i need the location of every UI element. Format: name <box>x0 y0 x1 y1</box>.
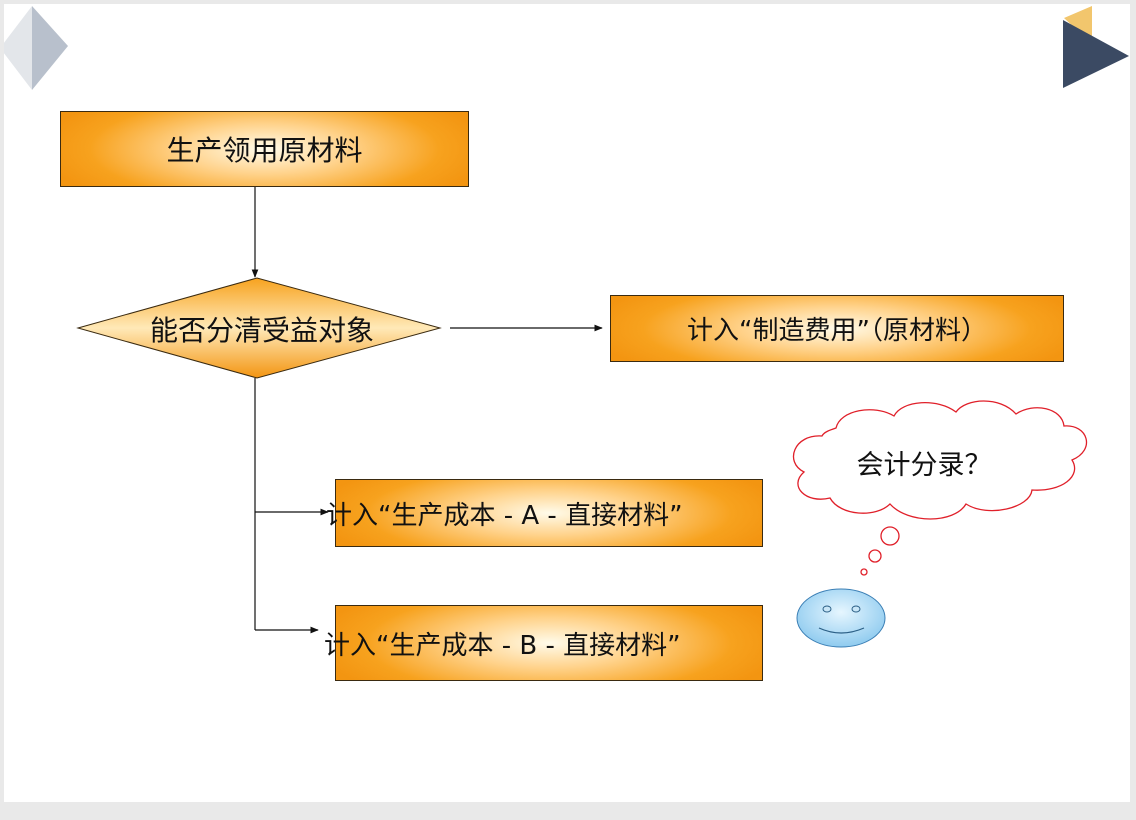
start-node-label: 生产领用原材料 <box>166 134 363 167</box>
product-b-node-box: 计入“生产成本 - B - 直接材料” <box>324 605 763 681</box>
diagram-canvas <box>4 6 1129 648</box>
thought-bubble-text: 会计分录？ <box>856 449 992 481</box>
connector-decision-to-products <box>254 378 329 634</box>
thought-cloud-icon <box>792 400 1088 576</box>
decision-node-label: 能否分清受益对象 <box>149 314 374 347</box>
start-node-box: 生产领用原材料 <box>60 111 469 187</box>
left-triangle-corner-icon <box>4 6 68 90</box>
overhead-node-box: 计入“制造费用”（原材料） <box>610 295 1064 362</box>
slide: 生产领用原材料 能否分清受益对象 计入“制造费用”（原材料） 计入“生产成本 -… <box>4 4 1130 802</box>
product-b-node-label: 计入“生产成本 - B - 直接材料” <box>324 630 681 661</box>
product-a-node-label: 计入“生产成本 - A - 直接材料” <box>326 500 683 531</box>
product-a-node-box: 计入“生产成本 - A - 直接材料” <box>326 479 763 547</box>
smiley-face-icon <box>796 588 886 648</box>
overhead-node-label: 计入“制造费用”（原材料） <box>687 316 987 346</box>
decision-diamond <box>76 277 442 379</box>
right-triangle-corner-icon <box>1063 6 1129 88</box>
